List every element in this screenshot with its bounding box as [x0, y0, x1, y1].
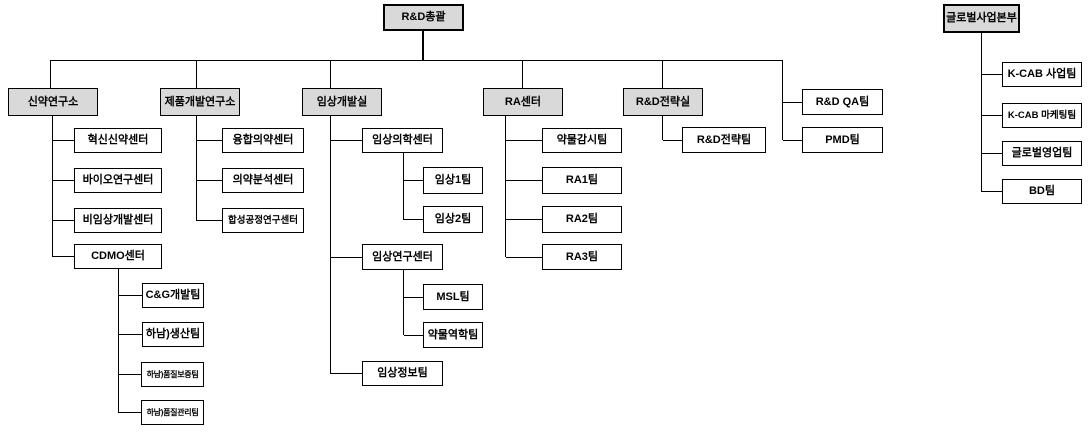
- org-node-ra1-team: RA1팀: [542, 167, 622, 194]
- connector: [783, 140, 802, 141]
- connector: [403, 270, 404, 335]
- connector: [52, 116, 53, 257]
- org-node-cdmo-center: CDMO센터: [74, 244, 162, 269]
- org-node-clinical-office: 임상개발실: [302, 88, 382, 116]
- connector: [404, 180, 423, 181]
- connector: [118, 269, 119, 413]
- org-node-rnd-head: R&D총괄: [383, 4, 464, 31]
- connector: [197, 220, 222, 221]
- org-node-drug-lab: 신약연구소: [8, 88, 98, 116]
- org-node-msl-team: MSL팀: [423, 284, 483, 310]
- connector: [50, 60, 51, 88]
- org-node-synthesis-center: 합성공정연구센터: [222, 208, 304, 233]
- org-node-clinical-info-team: 임상정보팀: [362, 361, 443, 386]
- connector: [53, 256, 74, 257]
- connector: [403, 153, 404, 220]
- org-node-ra-center: RA센터: [483, 88, 563, 116]
- connector: [197, 140, 222, 141]
- org-node-bd-team: BD팀: [1002, 179, 1082, 204]
- connector: [196, 61, 197, 88]
- connector: [506, 219, 542, 220]
- org-node-clinical-research-center: 임상연구센터: [362, 244, 443, 270]
- connector: [522, 61, 523, 88]
- connector: [662, 116, 663, 140]
- org-node-fusion-center: 융합의약센터: [222, 128, 304, 153]
- org-node-analysis-center: 의약분석센터: [222, 168, 304, 193]
- connector: [505, 116, 506, 257]
- connector: [53, 180, 74, 181]
- connector: [331, 373, 362, 374]
- org-node-clinical1-team: 임상1팀: [423, 167, 483, 194]
- connector: [119, 412, 141, 413]
- connector: [119, 334, 142, 335]
- connector: [981, 33, 982, 192]
- connector: [663, 140, 682, 141]
- org-node-ra2-team: RA2팀: [542, 206, 622, 233]
- org-node-global-division: 글로벌사업본부: [943, 4, 1020, 33]
- org-node-pmd-team: PMD팀: [802, 127, 883, 153]
- org-node-strategy-team: R&D전략팀: [682, 127, 766, 153]
- org-node-hanam-production-team: 하남)생산팀: [142, 322, 204, 347]
- connector: [404, 335, 423, 336]
- connector: [422, 31, 424, 60]
- connector: [982, 191, 1002, 192]
- connector: [783, 102, 802, 103]
- org-node-ra3-team: RA3팀: [542, 244, 622, 270]
- org-node-bio-center: 바이오연구센터: [74, 168, 162, 193]
- connector: [404, 297, 423, 298]
- org-node-pharmacoepi-team: 약물역학팀: [423, 322, 483, 348]
- org-node-hanam-qc-team: 하남)품질관리팀: [141, 400, 204, 425]
- org-node-nonclinical-center: 비임상개발센터: [74, 208, 162, 233]
- connector: [982, 74, 1002, 75]
- org-node-global-sales-team: 글로벌영업팀: [1002, 141, 1082, 166]
- org-node-hanam-qa-team: 하남)품질보증팀: [141, 362, 204, 387]
- connector: [330, 61, 331, 88]
- connector: [662, 61, 663, 88]
- connector: [119, 295, 142, 296]
- org-node-innovation-center: 혁신신약센터: [74, 128, 162, 153]
- connector: [50, 60, 783, 61]
- connector: [119, 374, 141, 375]
- org-node-kcab-marketing-team: K-CAB 마케팅팀: [1002, 103, 1082, 128]
- org-node-clinical-medical-center: 임상의학센터: [362, 128, 443, 153]
- org-node-pv-team: 약물감시팀: [542, 128, 622, 153]
- connector: [506, 257, 542, 258]
- org-node-clinical2-team: 임상2팀: [423, 206, 483, 233]
- connector: [330, 116, 331, 374]
- connector: [53, 140, 74, 141]
- connector: [196, 116, 197, 221]
- connector: [197, 180, 222, 181]
- connector: [982, 115, 1002, 116]
- connector: [53, 220, 74, 221]
- org-node-kcab-business-team: K-CAB 사업팀: [1002, 62, 1082, 87]
- connector: [331, 257, 362, 258]
- connector: [404, 219, 423, 220]
- org-node-product-lab: 제품개발연구소: [160, 88, 240, 116]
- connector: [982, 153, 1002, 154]
- connector: [506, 140, 542, 141]
- connector: [506, 180, 542, 181]
- org-node-strategy-office: R&D전략실: [623, 88, 703, 116]
- connector: [782, 61, 783, 140]
- connector: [331, 140, 362, 141]
- org-node-qa-team: R&D QA팀: [802, 89, 883, 115]
- org-node-cng-team: C&G개발팀: [142, 283, 204, 308]
